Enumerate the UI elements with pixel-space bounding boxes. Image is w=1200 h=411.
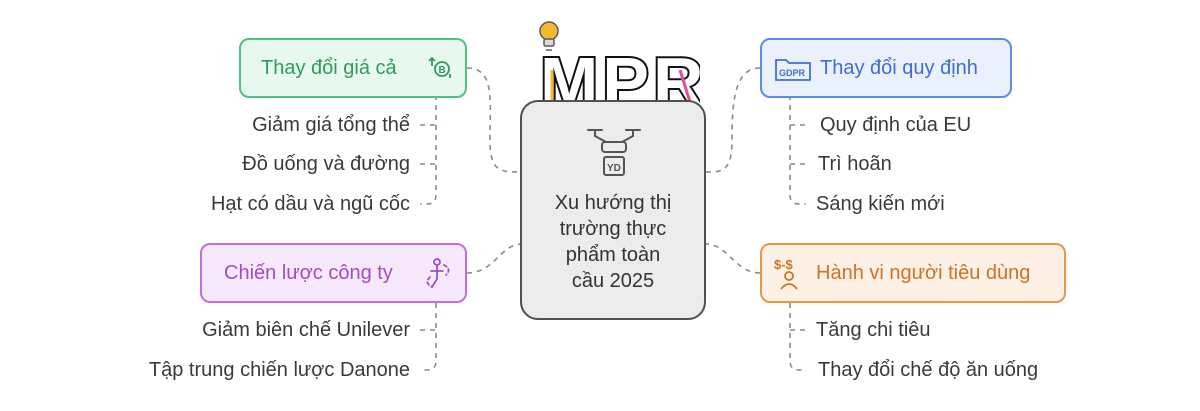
leaf-strategy-1: Giảm biên chế Unilever <box>202 319 410 341</box>
leaf-price-3: Hạt có dầu và ngũ cốc <box>210 193 410 215</box>
gdpr-folder-icon: GDPR <box>775 59 811 81</box>
leaf-price-2: Đồ uống và đường <box>242 153 410 175</box>
central-topic-title: Xu hướng thị trường thực phẩm toàn cầu 2… <box>554 192 672 292</box>
branch-company-strategy[interactable]: Chiến lược công ty <box>200 243 467 303</box>
connector-regulation <box>705 67 761 173</box>
branch-consumer-behavior[interactable]: $-$ Hành vi người tiêu dùng <box>760 243 1066 303</box>
svg-text:YD: YD <box>607 163 621 174</box>
leaf-price-1: Giảm giá tổng thể <box>252 114 410 136</box>
leaf-consumer-2: Thay đổi chế độ ăn uống <box>818 359 1039 381</box>
connector-consumer-children <box>789 303 806 371</box>
leaf-regulation-1: Quy định của EU <box>820 114 972 136</box>
lightbulb-icon: MPR <box>538 21 706 123</box>
person-strategy-icon <box>426 258 450 288</box>
branch-price-label: Thay đổi giá cả <box>261 56 397 79</box>
consumer-money-icon: $-$ <box>774 257 798 290</box>
branch-consumer-label: Hành vi người tiêu dùng <box>816 261 1031 284</box>
leaf-regulation-2: Trì hoãn <box>818 153 892 175</box>
leaf-consumer-1: Tăng chi tiêu <box>816 319 931 341</box>
price-tag-refresh-icon: B <box>428 56 451 78</box>
connector-regulation-children <box>789 95 806 205</box>
branch-regulation-changes[interactable]: GDPR Thay đổi quy định <box>760 38 1012 98</box>
branch-strategy-label: Chiến lược công ty <box>224 261 393 284</box>
connector-strategy-children <box>420 303 437 371</box>
leaf-regulation-3: Sáng kiến mới <box>816 193 945 215</box>
central-topic-node[interactable]: YD Xu hướng thị trường thực phẩm toàn cầ… <box>520 100 706 320</box>
svg-text:B: B <box>439 65 446 76</box>
mpr-logo: MPR <box>530 12 706 123</box>
connector-strategy <box>466 243 523 274</box>
leaf-strategy-2: Tập trung chiến lược Danone <box>148 359 410 381</box>
branch-price-changes[interactable]: Thay đổi giá cả B <box>239 38 467 98</box>
connector-consumer <box>705 243 761 274</box>
drone-icon: YD <box>587 129 641 176</box>
branch-regulation-label: Thay đổi quy định <box>820 56 978 79</box>
connector-price-children <box>420 95 437 205</box>
svg-text:GDPR: GDPR <box>779 68 806 78</box>
connector-price <box>466 67 523 173</box>
svg-text:$-$: $-$ <box>774 257 794 272</box>
